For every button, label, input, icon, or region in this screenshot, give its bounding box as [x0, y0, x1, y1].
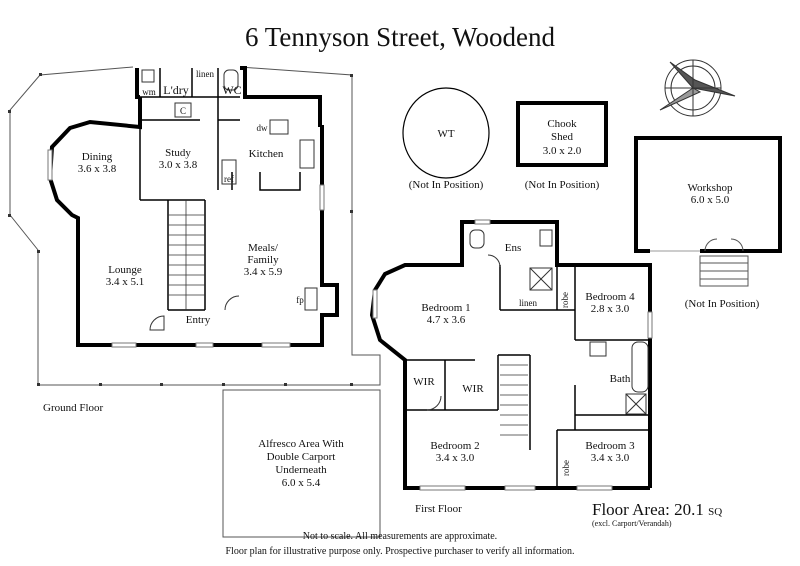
chook-shed-label: Chook — [547, 118, 577, 130]
ground-fixtures — [141, 69, 318, 331]
floor-area: Floor Area: 20.1 SQ — [592, 500, 722, 520]
workshop-door — [650, 238, 749, 287]
robe-2-label: robe — [561, 460, 571, 476]
chook-shed-size: 3.0 x 2.0 — [543, 145, 582, 157]
dishwasher-label: dw — [257, 123, 269, 133]
bedroom-2-label: Bedroom 2 — [430, 440, 479, 452]
ground-floor-interior — [139, 68, 301, 311]
lounge-size: 3.4 x 5.1 — [106, 276, 145, 288]
alfresco-line-3: Underneath — [275, 464, 327, 476]
compass-rose-icon — [659, 59, 736, 117]
ground-linen-label: linen — [196, 69, 214, 79]
chook-shed-label-2: Shed — [551, 131, 574, 143]
alfresco-line-1: Alfresco Area With — [258, 438, 344, 450]
bath-label: Bath — [610, 373, 631, 385]
ground-floor-label: Ground Floor — [43, 402, 104, 414]
verandah-posts — [8, 73, 353, 386]
first-linen-label: linen — [519, 298, 537, 308]
fridge-label: ref — [224, 174, 234, 184]
alfresco-outline — [222, 389, 381, 538]
entry-label: Entry — [186, 314, 211, 326]
bedroom-1-label: Bedroom 1 — [421, 302, 470, 314]
alfresco-size: 6.0 x 5.4 — [282, 477, 321, 489]
first-fixtures — [426, 229, 649, 415]
water-tank-label: WT — [437, 128, 454, 140]
workshop-note: (Not In Position) — [685, 298, 760, 310]
bedroom-2-size: 3.4 x 3.0 — [436, 452, 475, 464]
floor-area-unit: SQ — [708, 506, 723, 518]
page-title: 6 Tennyson Street, Woodend — [245, 22, 555, 52]
meals-label-2: Family — [247, 254, 279, 266]
first-windows — [372, 219, 653, 491]
bedroom-1-size: 4.7 x 3.6 — [427, 314, 466, 326]
disclaimer-line-1: Not to scale. All measurements are appro… — [302, 531, 498, 542]
water-tank-note: (Not In Position) — [409, 179, 484, 191]
study-label: Study — [165, 147, 191, 159]
workshop-size: 6.0 x 5.0 — [691, 194, 730, 206]
water-tank-circle — [402, 87, 490, 179]
chook-shed-outline — [516, 101, 608, 167]
bedroom-4-label: Bedroom 4 — [585, 291, 635, 303]
disclaimer-line-2: Floor plan for illustrative purpose only… — [225, 546, 575, 557]
meals-label: Meals/ — [248, 242, 279, 254]
floor-area-value: Floor Area: 20.1 — [592, 500, 704, 519]
verandah-outline — [9, 66, 381, 386]
ground-stair-treads — [168, 200, 205, 310]
bedroom-3-size: 3.4 x 3.0 — [591, 452, 630, 464]
first-stair-treads — [500, 364, 528, 436]
ground-windows — [47, 149, 325, 348]
wir-2-label: WIR — [462, 383, 484, 395]
dining-size: 3.6 x 3.8 — [78, 163, 117, 175]
fireplace-label: fp — [296, 295, 304, 305]
bedroom-3-label: Bedroom 3 — [585, 440, 635, 452]
workshop-label: Workshop — [688, 182, 733, 194]
wir-1-label: WIR — [413, 376, 435, 388]
laundry-label: L'dry — [163, 83, 189, 97]
first-floor-label: First Floor — [415, 503, 462, 515]
alfresco-line-2: Double Carport — [267, 451, 336, 463]
study-size: 3.0 x 3.8 — [159, 159, 198, 171]
lounge-label: Lounge — [108, 264, 142, 276]
cupboard-label: C — [180, 106, 186, 116]
meals-size: 3.4 x 5.9 — [244, 266, 283, 278]
kitchen-label: Kitchen — [249, 148, 284, 160]
first-floor-interior — [405, 265, 650, 488]
washing-machine-label: wm — [142, 87, 156, 97]
dining-label: Dining — [82, 151, 113, 163]
floor-area-note: (excl. Carport/Verandah) — [592, 519, 672, 528]
ensuite-label: Ens — [505, 242, 522, 254]
ground-floor-walls — [47, 66, 339, 347]
workshop-outline — [634, 136, 782, 253]
wc-label: WC — [222, 83, 241, 97]
chook-shed-note: (Not In Position) — [525, 179, 600, 191]
robe-1-label: robe — [560, 292, 570, 308]
bedroom-4-size: 2.8 x 3.0 — [591, 303, 630, 315]
